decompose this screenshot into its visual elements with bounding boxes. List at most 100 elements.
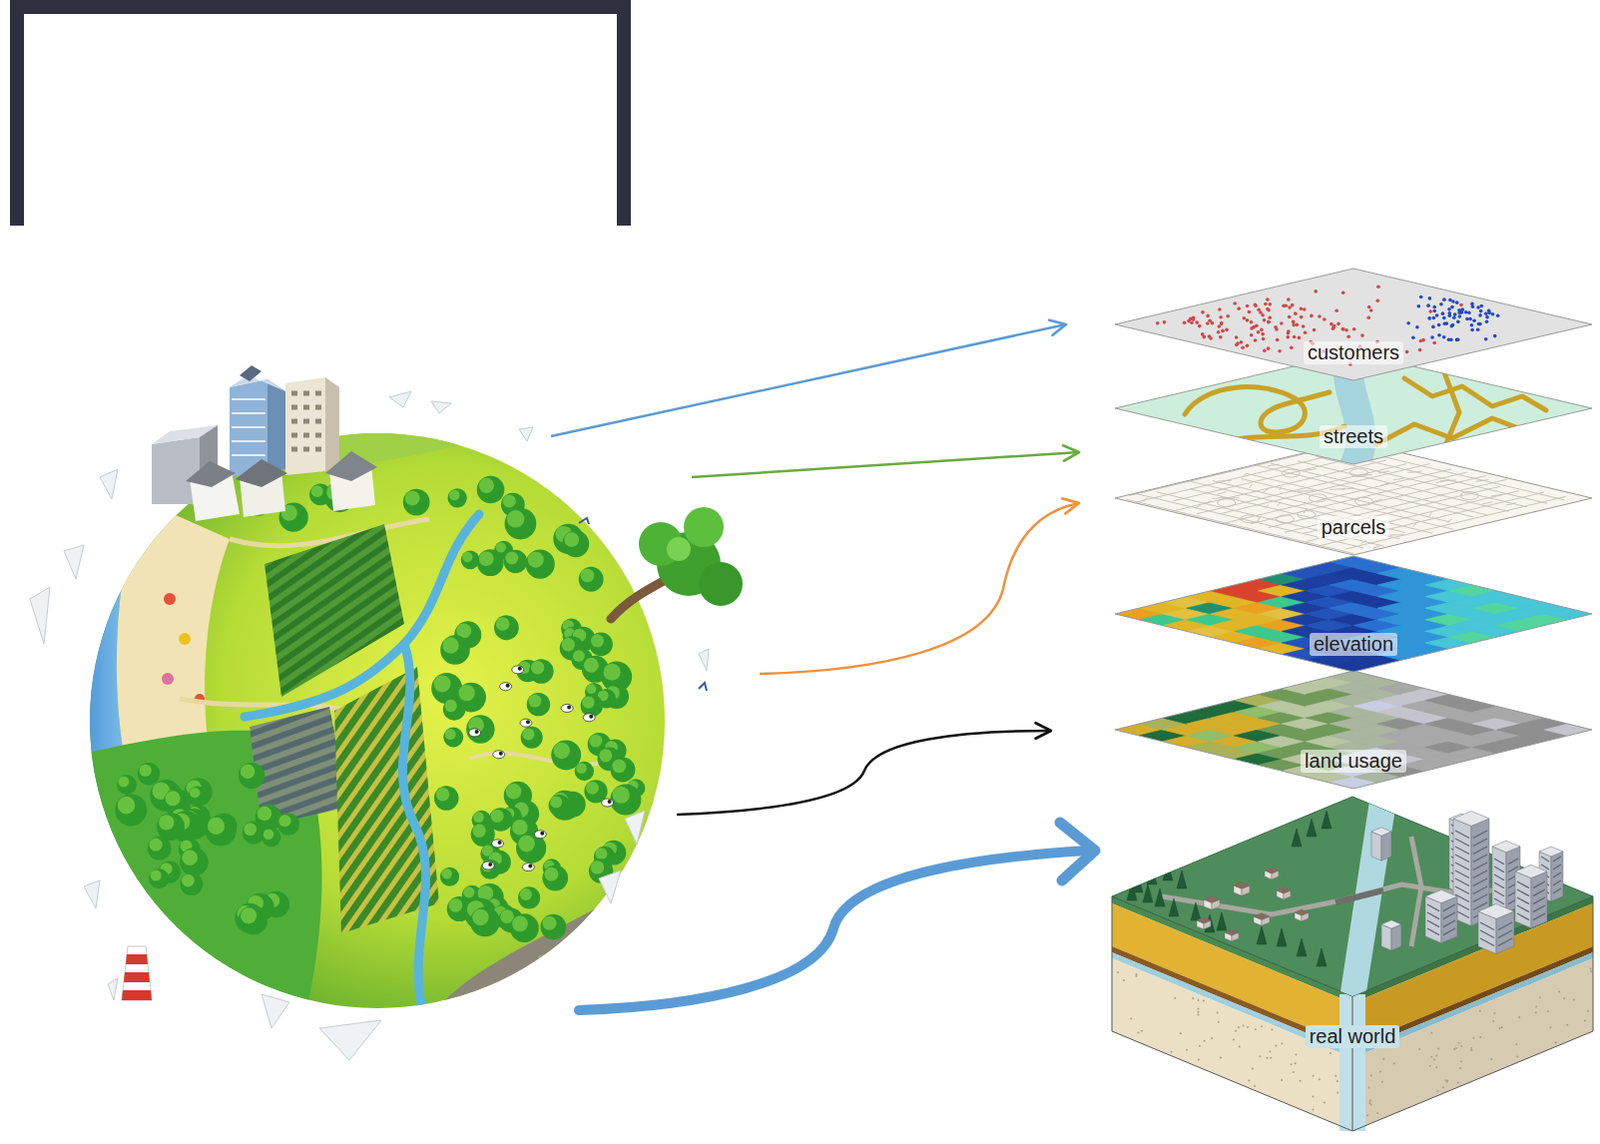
soil-speck	[1251, 1067, 1254, 1070]
soil-speck	[1458, 1042, 1461, 1045]
cow	[533, 830, 546, 839]
tree-crown	[116, 774, 137, 795]
soil-speck	[1198, 1045, 1201, 1048]
cow-spot	[539, 831, 544, 836]
tree-highlight	[434, 674, 452, 692]
cow-body	[533, 830, 546, 839]
cow-body	[492, 839, 505, 848]
tree-highlight	[150, 869, 162, 881]
conifer	[1132, 874, 1143, 893]
customer-dot	[1189, 320, 1194, 325]
building-roof	[1196, 917, 1211, 924]
soil-speck	[1197, 999, 1200, 1002]
soil-speck	[1370, 1074, 1373, 1077]
tree-highlight	[442, 636, 459, 653]
building-windows	[1498, 938, 1513, 946]
cow-spot	[588, 714, 593, 719]
cow-spot	[475, 729, 480, 734]
tree-highlight	[598, 748, 612, 762]
building-face	[1391, 924, 1402, 951]
customer-dot	[1346, 334, 1351, 339]
tree	[440, 634, 471, 665]
customer-dot	[1239, 340, 1244, 345]
tree-highlight	[257, 806, 273, 822]
parcel-line	[1372, 545, 1381, 549]
soil-speck	[1393, 1062, 1396, 1065]
customer-dot	[1493, 334, 1498, 339]
soil-speck	[1429, 1065, 1432, 1067]
building	[1233, 882, 1250, 897]
parcel-line	[1305, 469, 1317, 472]
customer-dot	[1242, 316, 1247, 321]
customer-dot	[1207, 318, 1212, 323]
block-edge	[1352, 996, 1354, 1131]
parcel-line	[1482, 502, 1493, 505]
customer-dot	[1419, 295, 1424, 300]
building-windows	[1480, 922, 1495, 930]
building-windows	[1455, 830, 1470, 838]
shard	[698, 648, 709, 671]
lighthouse-body	[121, 946, 152, 1001]
cul-de-sac	[1217, 499, 1236, 508]
building-windows	[1498, 922, 1513, 930]
conifer	[1276, 928, 1287, 947]
soil-speck	[1216, 1011, 1219, 1014]
soil-speck	[1217, 1021, 1220, 1024]
soil-speck	[1558, 991, 1561, 994]
tree-crown	[466, 714, 495, 743]
soil-speck	[1197, 1014, 1200, 1017]
building-roof	[1539, 846, 1564, 857]
customer-dot	[1476, 327, 1481, 332]
customer-dot	[1217, 324, 1222, 329]
customer-dot	[1367, 305, 1372, 310]
cow-body	[522, 863, 534, 872]
building	[1515, 864, 1548, 928]
customer-dot	[1450, 305, 1455, 310]
tree	[114, 793, 147, 826]
customer-dot	[1262, 318, 1267, 323]
tree	[277, 812, 300, 835]
soil-speck	[1435, 1066, 1438, 1068]
customer-dot	[1360, 333, 1365, 338]
soil-speck	[1518, 1016, 1521, 1019]
parcel-line	[1491, 494, 1504, 497]
customer-dot	[1313, 289, 1318, 294]
cow	[500, 682, 513, 691]
customer-dot	[1220, 329, 1225, 334]
tree	[578, 566, 604, 592]
tree-highlight	[445, 699, 458, 712]
customer-dot	[1484, 337, 1489, 342]
conifer	[1126, 882, 1137, 901]
tree-crown	[470, 906, 501, 937]
building-face	[1551, 851, 1564, 902]
customer-dot	[1260, 332, 1265, 337]
tree	[504, 549, 529, 574]
cul-de-sac	[1460, 492, 1479, 501]
layer-outline	[1114, 268, 1593, 381]
soil-speck	[1418, 1048, 1421, 1051]
customer-dot	[1218, 315, 1223, 320]
customer-dot	[1289, 345, 1294, 350]
soil-speck	[1573, 999, 1576, 1002]
tree-highlight	[666, 536, 691, 561]
soil-speck	[1549, 1026, 1552, 1029]
soil-speck	[1369, 1098, 1372, 1101]
layer-pattern	[1155, 284, 1501, 366]
soil-speck	[1566, 1024, 1569, 1027]
soil-speck	[1318, 1077, 1321, 1080]
dirt-road	[229, 519, 430, 546]
customer-dot	[1441, 311, 1446, 316]
tree	[477, 548, 505, 576]
conifer	[1142, 884, 1153, 903]
soil-speck	[1470, 1049, 1473, 1052]
soil-speck	[1173, 997, 1176, 1000]
customer-dot	[1191, 315, 1196, 320]
soil-speck	[1311, 1094, 1314, 1097]
cow	[520, 718, 533, 727]
tree	[443, 697, 466, 720]
customer-dot	[1200, 310, 1205, 315]
customer-dot	[1470, 328, 1475, 333]
soil-speck	[1366, 1113, 1369, 1116]
cow-body	[560, 703, 573, 712]
customer-dot	[1265, 297, 1270, 302]
